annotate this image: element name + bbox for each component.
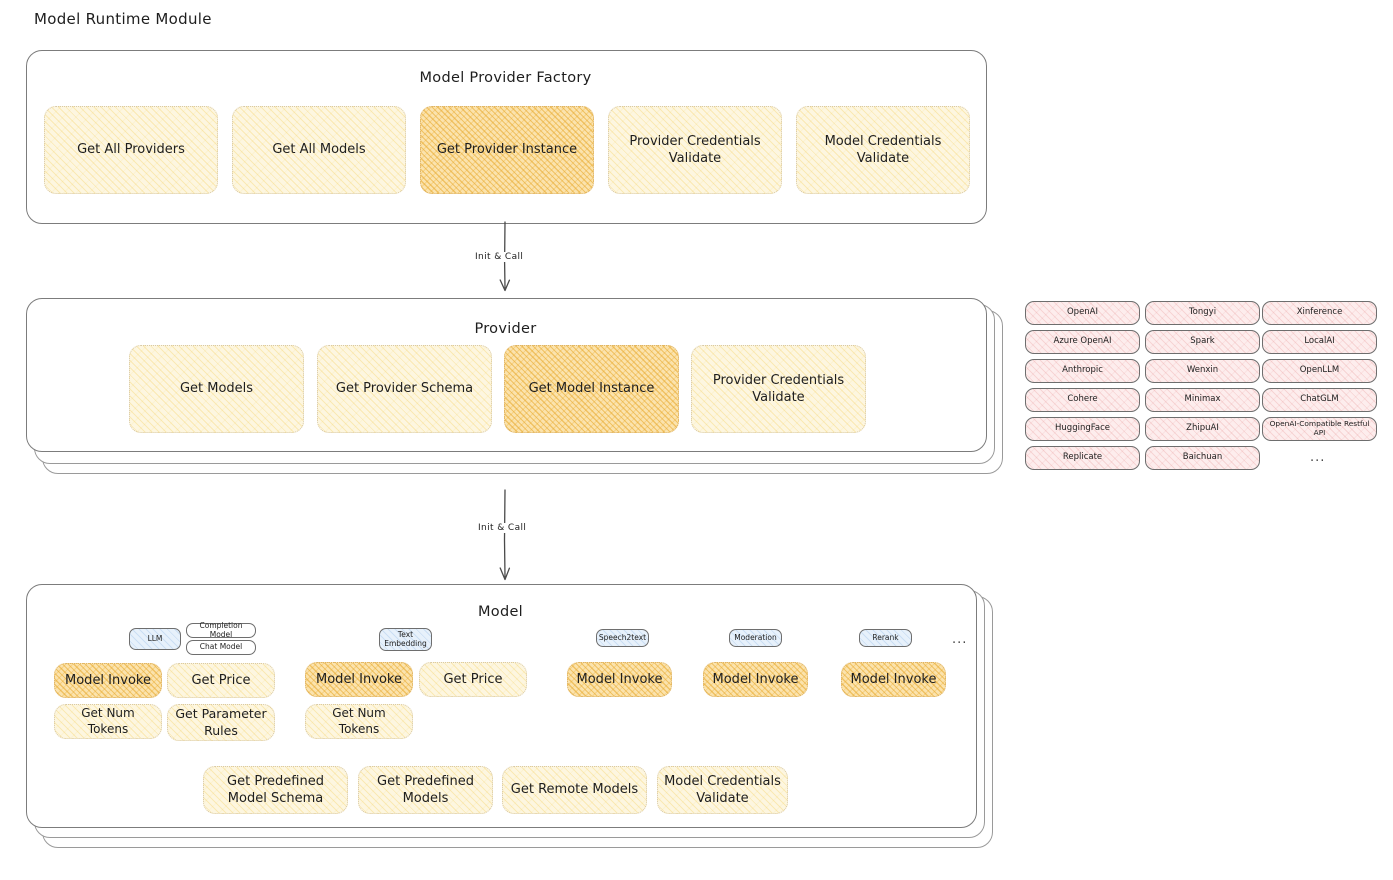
node-llm-model-invoke[interactable]: Model Invoke [54,663,162,698]
node-get-remote-models[interactable]: Get Remote Models [502,766,647,814]
node-rerank-model-invoke[interactable]: Model Invoke [841,662,946,697]
node-text-embedding-get-price[interactable]: Get Price [419,662,527,697]
provider-chip-openai-compatible-restful-api[interactable]: OpenAI-Compatible Restful API [1262,417,1377,441]
model-types-more-ellipsis: ... [952,632,968,647]
provider-chip-zhipuai[interactable]: ZhipuAI [1145,417,1260,441]
provider-chip-xinference[interactable]: Xinference [1262,301,1377,325]
provider-chip-localai[interactable]: LocalAI [1262,330,1377,354]
provider-chip-huggingface[interactable]: HuggingFace [1025,417,1140,441]
node-get-provider-instance[interactable]: Get Provider Instance [420,106,594,194]
node-get-all-providers[interactable]: Get All Providers [44,106,218,194]
node-get-predefined-models[interactable]: Get Predefined Models [358,766,493,814]
provider-chip-replicate[interactable]: Replicate [1025,446,1140,470]
provider-chip-tongyi[interactable]: Tongyi [1145,301,1260,325]
model-badge-text-embedding[interactable]: Text Embedding [379,628,432,651]
arrow-provider-to-model [499,489,511,581]
model-badge-llm[interactable]: LLM [129,628,181,650]
model-badge-speech2text[interactable]: Speech2text [596,629,649,647]
node-llm-get-parameter-rules[interactable]: Get Parameter Rules [167,704,275,741]
arrow-factory-to-provider [499,221,511,292]
provider-chip-anthropic[interactable]: Anthropic [1025,359,1140,383]
node-model-credentials-validate-2[interactable]: Model Credentials Validate [657,766,788,814]
node-get-predefined-model-schema[interactable]: Get Predefined Model Schema [203,766,348,814]
model-frame [26,584,977,828]
model-badge-moderation[interactable]: Moderation [729,629,782,647]
provider-chip-baichuan[interactable]: Baichuan [1145,446,1260,470]
provider-chip-wenxin[interactable]: Wenxin [1145,359,1260,383]
provider-chip-spark[interactable]: Spark [1145,330,1260,354]
provider-chip-openai[interactable]: OpenAI [1025,301,1140,325]
node-get-provider-schema[interactable]: Get Provider Schema [317,345,492,433]
node-text-embedding-get-num-tokens[interactable]: Get Num Tokens [305,704,413,739]
provider-chip-minimax[interactable]: Minimax [1145,388,1260,412]
node-provider-credentials-validate[interactable]: Provider Credentials Validate [608,106,782,194]
model-badge-rerank[interactable]: Rerank [859,629,912,647]
node-text-embedding-model-invoke[interactable]: Model Invoke [305,662,413,697]
provider-chip-openllm[interactable]: OpenLLM [1262,359,1377,383]
provider-chip-azure-openai[interactable]: Azure OpenAI [1025,330,1140,354]
node-llm-get-price[interactable]: Get Price [167,663,275,698]
node-get-model-instance[interactable]: Get Model Instance [504,345,679,433]
provider-list-more-ellipsis: ... [1310,450,1326,465]
node-speech2text-model-invoke[interactable]: Model Invoke [567,662,672,697]
arrow-label-init-and-call-1: Init & Call [472,252,527,262]
node-llm-get-num-tokens[interactable]: Get Num Tokens [54,704,162,739]
node-model-credentials-validate[interactable]: Model Credentials Validate [796,106,970,194]
node-get-models[interactable]: Get Models [129,345,304,433]
provider-chip-cohere[interactable]: Cohere [1025,388,1140,412]
node-moderation-model-invoke[interactable]: Model Invoke [703,662,808,697]
provider-chip-chatglm[interactable]: ChatGLM [1262,388,1377,412]
page-title: Model Runtime Module [34,10,212,28]
node-provider-credentials-validate-2[interactable]: Provider Credentials Validate [691,345,866,433]
model-sub-badge-completion-model[interactable]: Completion Model [186,621,256,638]
node-get-all-models[interactable]: Get All Models [232,106,406,194]
arrow-label-init-and-call-2: Init & Call [475,523,530,533]
model-sub-badge-chat-model[interactable]: Chat Model [186,640,256,655]
